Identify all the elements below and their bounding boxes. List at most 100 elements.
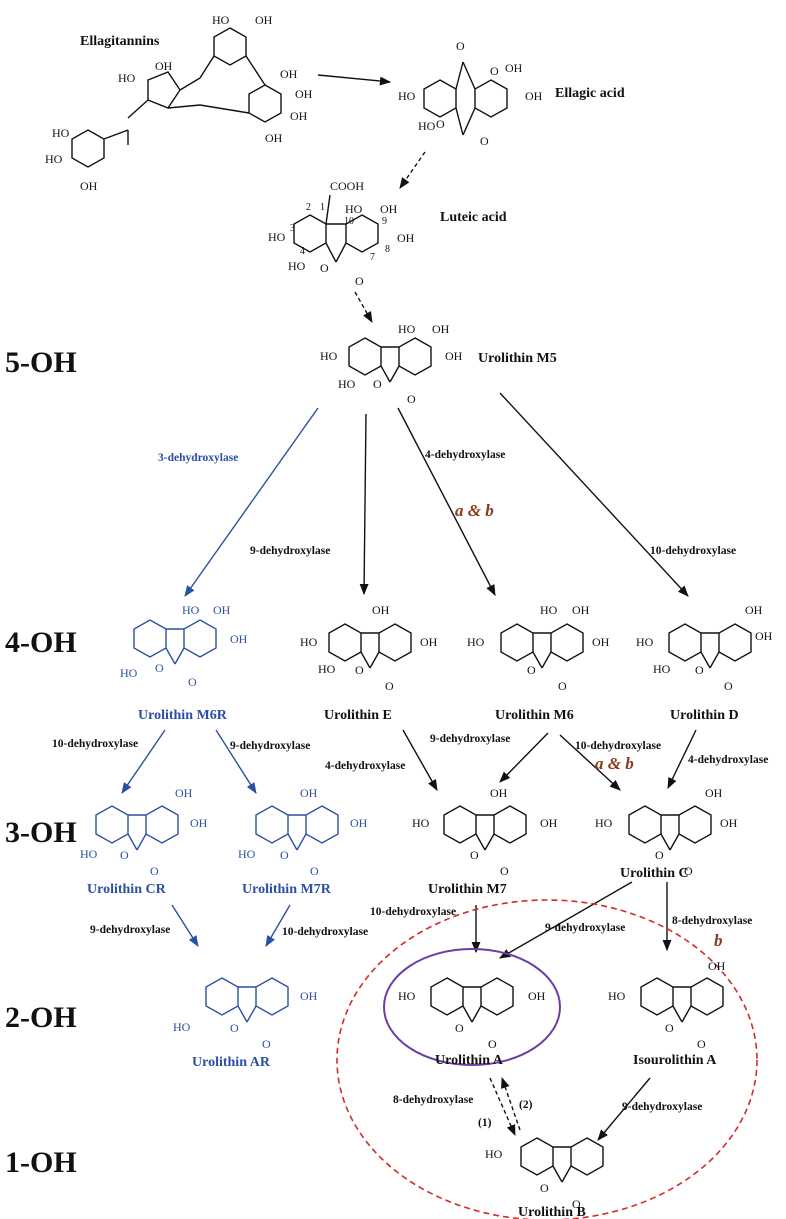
o-label: O [230, 1021, 239, 1035]
o-label: O [385, 679, 394, 693]
o-label: O [310, 864, 319, 878]
enzyme-label: 4-dehydroxylase [688, 754, 768, 766]
o-label: O [355, 274, 364, 288]
arrow-isoa-to-b [597, 1077, 651, 1141]
oh-label: HO [52, 126, 70, 140]
oh-label: OH [445, 349, 463, 363]
arrow-m5-to-m6 [397, 407, 496, 596]
urolithin-cr-label: Urolithin CR [87, 882, 167, 897]
arrow-cr-to-ar [171, 904, 199, 947]
oh-label: HO [398, 322, 416, 336]
highlight-ellipse-urolithin-a [383, 948, 561, 1066]
o-label: O [280, 848, 289, 862]
oh-label: HO [467, 635, 485, 649]
urolithin-d-label: Urolithin D [670, 708, 739, 723]
urolithin-m6-structure [500, 623, 584, 669]
tag-a-and-b: a & b [595, 754, 634, 773]
oh-label: HO [238, 847, 256, 861]
oh-label: OH [155, 59, 173, 73]
o-label: O [470, 848, 479, 862]
urolithin-m5-structure [348, 337, 432, 383]
urolithin-m7-label: Urolithin M7 [428, 882, 507, 897]
oh-label: HO [318, 662, 336, 676]
isourolithin-a-label: Isourolithin A [633, 1053, 717, 1068]
position-number: 3 [290, 223, 295, 234]
o-label: O [480, 134, 489, 148]
arrow-ellagic-to-luteic [399, 151, 426, 189]
oh-label: OH [213, 603, 231, 617]
o-label: O [665, 1021, 674, 1035]
oh-label: HO [173, 1020, 191, 1034]
oh-label: HO [653, 662, 671, 676]
urolithin-d-structure [668, 623, 752, 669]
ellagitannins-label: Ellagitannins [80, 34, 160, 49]
position-number: 4 [300, 246, 305, 257]
arrow-d-to-c [667, 729, 697, 790]
o-label: O [407, 392, 416, 406]
arrow-ellagitannins-to-ellagic [317, 74, 392, 86]
o-label: O [540, 1181, 549, 1195]
level-5oh: 5-OH [5, 346, 77, 379]
arrow-b-to-a-dashed [501, 1076, 521, 1131]
oh-label: OH [708, 959, 726, 973]
urolithin-m6-label: Urolithin M6 [495, 708, 574, 723]
oh-label: HO [118, 71, 136, 85]
arrow-m5-to-m6r [184, 407, 319, 597]
oh-label: OH [528, 989, 546, 1003]
o-label: O [572, 1197, 581, 1211]
oh-label: OH [372, 603, 390, 617]
oh-label: OH [380, 202, 398, 216]
enzyme-label: 4-dehydroxylase [325, 760, 405, 772]
urolithin-c-label: Urolithin C [620, 866, 689, 881]
oh-label: OH [80, 179, 98, 193]
luteic-acid-structure [293, 194, 379, 263]
urolithin-ar-structure [205, 977, 289, 1023]
enzyme-label: 10-dehydroxylase [650, 545, 736, 557]
o-label: O [150, 864, 159, 878]
oh-label: OH [540, 816, 558, 830]
urolithin-m6r-label: Urolithin M6R [138, 708, 228, 723]
oh-label: HO [288, 259, 306, 273]
oh-label: OH [290, 109, 308, 123]
oh-label: OH [300, 786, 318, 800]
oh-label: OH [265, 131, 283, 145]
o-label: O [684, 864, 693, 878]
oh-label: HO [320, 349, 338, 363]
position-number: 2 [306, 202, 311, 213]
urolithin-c-structure [628, 805, 712, 851]
oh-label: HO [212, 13, 230, 27]
arrow-e-to-m7 [402, 729, 438, 791]
o-label: O [695, 663, 704, 677]
oh-label: OH [295, 87, 313, 101]
o-label: O [456, 39, 465, 53]
enzyme-label: 9-dehydroxylase [230, 740, 310, 752]
urolithin-b-label: Urolithin B [518, 1205, 586, 1219]
cooh-label: COOH [330, 179, 364, 193]
enzyme-label: 8-dehydroxylase [672, 915, 752, 927]
o-label: O [262, 1037, 271, 1051]
ellagic-acid-label: Ellagic acid [555, 86, 625, 101]
oh-label: HO [540, 603, 558, 617]
o-label: O [527, 663, 536, 677]
tag-a-and-b: a & b [455, 501, 494, 520]
oh-label: OH [175, 786, 193, 800]
urolithin-cr-structure [95, 805, 179, 851]
oh-label: HO [608, 989, 626, 1003]
oh-label: HO [398, 989, 416, 1003]
o-label: O [436, 117, 445, 131]
position-number: 9 [382, 216, 387, 227]
oh-label: HO [182, 603, 200, 617]
enzyme-label: 10-dehydroxylase [370, 906, 456, 918]
urolithin-ar-label: Urolithin AR [192, 1055, 271, 1070]
urolithin-a-label: Urolithin A [435, 1053, 504, 1068]
oh-label: OH [432, 322, 450, 336]
o-label: O [373, 377, 382, 391]
level-3oh: 3-OH [5, 816, 77, 849]
o-label: O [724, 679, 733, 693]
luteic-acid-label: Luteic acid [440, 210, 507, 225]
enzyme-label: 9-dehydroxylase [250, 545, 330, 557]
o-label: O [355, 663, 364, 677]
oh-label: OH [420, 635, 438, 649]
o-label: O [155, 661, 164, 675]
oh-label: OH [350, 816, 368, 830]
